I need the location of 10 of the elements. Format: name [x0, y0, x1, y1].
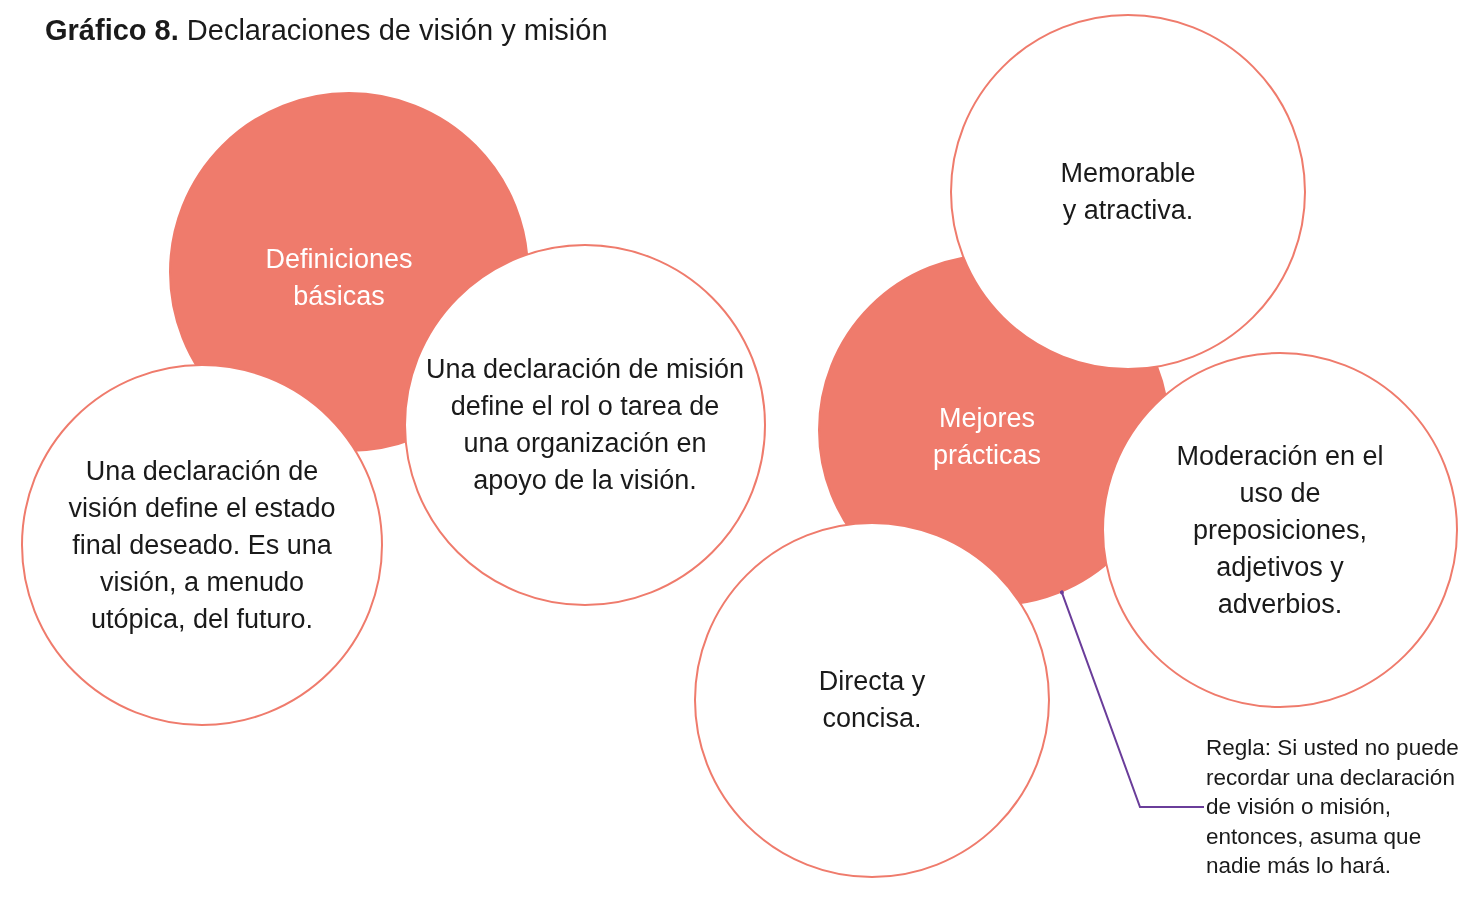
circle-text: Mejores prácticas: [931, 402, 1042, 472]
circle-text: Memorable y atractiva.: [1059, 157, 1197, 227]
figure-title: Gráfico 8. Declaraciones de visión y misión: [45, 14, 608, 47]
circle-text: Directa y concisa.: [817, 665, 927, 735]
note-text: Regla: Si usted no puede recordar una declaración de visión o misión, entonces, asuma que nadie más lo hará.: [1206, 734, 1460, 880]
leader-line: [1059, 590, 1205, 808]
circle-text: Una declaración de visión define el estado final deseado. Es una visión, a menudo utópica, del futuro.: [67, 454, 337, 636]
circle-text: Definiciones básicas: [264, 243, 414, 313]
circle-text: Una declaración de misión define el rol o tarea de una organización en apoyo de la visión.: [425, 353, 745, 497]
circle-text: Moderación en el uso de preposiciones, adjetivos y adverbios.: [1175, 439, 1385, 621]
